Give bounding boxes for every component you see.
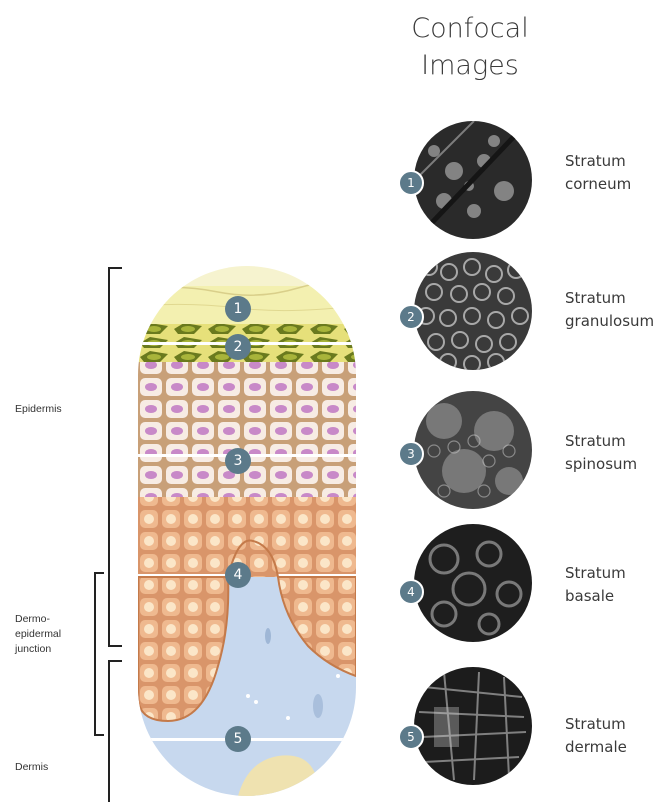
confocal-image-basale: [414, 524, 532, 642]
junction-bracket: [94, 572, 104, 736]
confocal-badge-5: 5: [398, 724, 424, 750]
layer-name-spinosum: Stratum spinosum: [565, 430, 637, 476]
layer-name-dermale: Stratum dermale: [565, 713, 627, 759]
title-line-1: Confocal: [395, 10, 545, 47]
confocal-badge-4: 4: [398, 579, 424, 605]
layer-marker-1: 1: [225, 296, 251, 322]
dermis-label: Dermis: [15, 760, 48, 775]
layer-name-granulosum: Stratum granulosum: [565, 287, 654, 333]
confocal-badge-1: 1: [398, 170, 424, 196]
confocal-image-granulosum: [414, 252, 532, 370]
confocal-badge-2: 2: [398, 304, 424, 330]
confocal-image-dermale: [414, 667, 532, 785]
confocal-image-spinosum: [414, 391, 532, 509]
title-line-2: Images: [395, 47, 545, 84]
confocal-image-corneum: [414, 121, 532, 239]
layer-name-basale: Stratum basale: [565, 562, 626, 608]
page-title: Confocal Images: [395, 10, 545, 84]
skin-cross-section-diagram: 1 2 3 4 5: [138, 266, 356, 796]
layer-name-corneum: Stratum corneum: [565, 150, 631, 196]
layer-marker-4: 4: [225, 562, 251, 588]
epidermis-bracket: [108, 267, 122, 647]
confocal-badge-3: 3: [398, 441, 424, 467]
dermis-bracket: [108, 660, 122, 802]
epidermis-label: Epidermis: [15, 402, 62, 417]
dermo-epidermal-junction-label: Dermo- epidermal junction: [15, 612, 61, 657]
layer-marker-5: 5: [225, 726, 251, 752]
layer-marker-3: 3: [225, 448, 251, 474]
layer-marker-2: 2: [225, 334, 251, 360]
